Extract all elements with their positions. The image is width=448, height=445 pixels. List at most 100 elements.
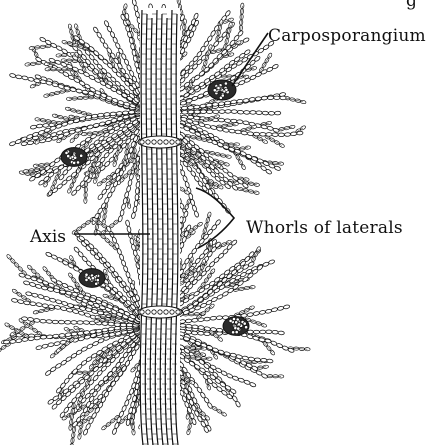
lateral-cell	[207, 110, 213, 114]
lateral-cell	[212, 102, 219, 106]
carposporangium-cluster	[208, 80, 236, 100]
lateral-cell	[55, 299, 62, 304]
lateral-cell	[272, 64, 279, 70]
lateral-cell	[72, 309, 79, 314]
lateral-cell	[36, 345, 43, 350]
lateral-cell	[134, 5, 139, 12]
lateral-cell	[127, 203, 131, 209]
lateral-cell	[271, 307, 278, 312]
lateral-cell	[243, 98, 250, 102]
lateral-cell	[36, 302, 43, 307]
lateral-cell	[15, 75, 22, 80]
lateral-cell	[193, 116, 200, 120]
lateral-cell	[248, 261, 255, 267]
lateral-cell	[193, 13, 199, 20]
lateral-cell	[36, 124, 43, 128]
lateral-cell	[73, 118, 80, 123]
lateral-cell	[272, 133, 278, 137]
lateral-cell	[266, 330, 272, 334]
lateral-cell	[297, 131, 304, 135]
lateral-cell	[190, 199, 195, 206]
lateral-cell	[186, 324, 193, 328]
lateral-cell	[267, 96, 273, 100]
lateral-cell	[27, 141, 34, 146]
lateral-cell	[23, 301, 30, 305]
lateral-cell	[261, 373, 268, 379]
lateral-cell	[235, 130, 242, 134]
lateral-cell	[207, 402, 213, 409]
lateral-cell	[280, 96, 286, 100]
lateral-cell	[243, 120, 250, 125]
lateral-cell	[120, 209, 125, 216]
lateral-cell	[300, 125, 306, 131]
lateral-cell	[253, 311, 260, 316]
lateral-cell	[29, 282, 36, 287]
lateral-cell	[128, 179, 133, 186]
lateral-cell	[28, 337, 35, 341]
carposporangium-label: Carposporangium	[268, 28, 426, 45]
lateral-cell	[45, 370, 52, 377]
lateral-cell	[54, 341, 61, 346]
lateral-cell	[118, 215, 123, 222]
lateral-cell	[39, 37, 46, 43]
lateral-cell	[93, 26, 99, 33]
lateral-cell	[188, 110, 194, 114]
lateral-cell	[21, 317, 28, 321]
lateral-cell	[273, 128, 280, 133]
lateral-cell	[108, 327, 115, 331]
lateral-cell	[30, 301, 37, 305]
lateral-cell	[127, 226, 132, 233]
lateral-cell	[120, 323, 126, 327]
lateral-cell	[254, 55, 261, 62]
lateral-cell	[123, 197, 128, 204]
lateral-cell	[34, 336, 41, 340]
lateral-cell	[114, 323, 120, 327]
cropped-label-fragment: g	[406, 0, 417, 10]
lateral-cell	[200, 110, 206, 114]
lateral-cell	[24, 274, 31, 279]
lateral-cell	[40, 319, 46, 323]
lateral-cell	[135, 188, 139, 194]
lateral-cell	[133, 206, 138, 213]
lateral-cell	[278, 133, 284, 137]
lateral-cell	[130, 238, 135, 245]
lateral-cell	[10, 339, 17, 343]
lateral-cell	[260, 132, 266, 136]
lateral-cell	[224, 101, 231, 105]
lateral-cell	[42, 303, 49, 307]
lateral-cell	[231, 110, 237, 114]
lateral-cell	[241, 131, 248, 136]
lateral-cell	[222, 128, 229, 133]
lateral-cell	[62, 40, 68, 45]
lateral-cell	[52, 320, 58, 324]
lateral-cell	[102, 322, 108, 326]
lateral-cell	[267, 52, 273, 58]
lateral-cell	[17, 299, 24, 304]
lateral-cell	[198, 331, 204, 335]
lateral-cell	[21, 75, 28, 80]
lateral-cell	[198, 122, 205, 127]
lateral-cell	[23, 169, 29, 173]
lateral-cell	[87, 124, 94, 129]
carposporangium-cluster	[223, 317, 249, 336]
lateral-cell	[256, 264, 263, 271]
lateral-cell	[290, 132, 297, 136]
lateral-cell	[46, 319, 52, 323]
lateral-cell	[192, 318, 198, 322]
lateral-cell	[194, 211, 199, 218]
lateral-cell	[204, 124, 211, 129]
lateral-cell	[268, 111, 274, 115]
lateral-cell	[187, 106, 193, 110]
lateral-cell	[45, 252, 52, 258]
lateral-cell	[116, 111, 123, 115]
lateral-cell	[71, 332, 78, 336]
lateral-cell	[27, 317, 34, 322]
lateral-cell	[43, 296, 50, 301]
lateral-cell	[27, 77, 34, 82]
lateral-cell	[237, 99, 244, 103]
lateral-cell	[23, 280, 30, 285]
lateral-cell	[262, 111, 268, 115]
lateral-cell	[247, 330, 253, 334]
lateral-cell	[53, 334, 60, 338]
lateral-cell	[272, 330, 278, 334]
